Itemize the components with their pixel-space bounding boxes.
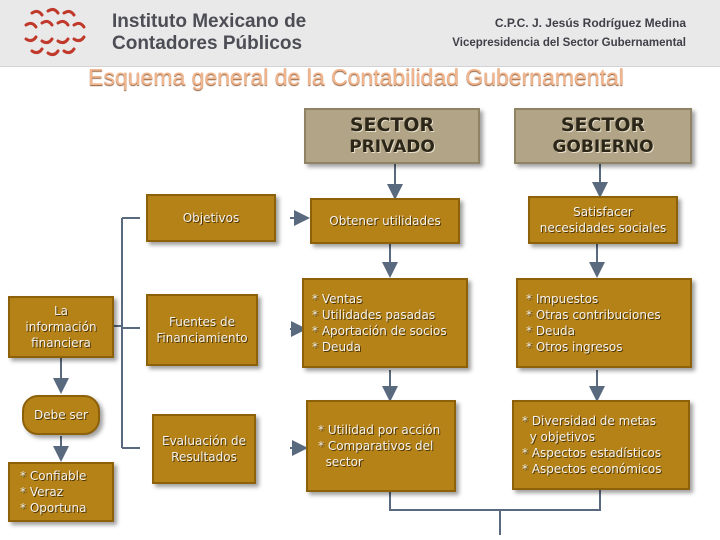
slide-title: Esquema general de la Contabilidad Guber… xyxy=(88,64,624,90)
fuentes-box: Fuentes de Financiamiento xyxy=(146,294,258,366)
cualidad-item: * Confiable xyxy=(20,469,87,483)
header-bar: Instituto Mexicano de Contadores Público… xyxy=(0,0,720,67)
gobierno-fuente-item: * Deuda xyxy=(526,324,576,338)
cualidades-box: * Confiable * Veraz * Oportuna xyxy=(8,462,114,522)
privado-objetivo-text: Obtener utilidades xyxy=(329,214,441,228)
privado-fuente-item: * Aportación de socios xyxy=(312,324,447,338)
informacion-line2: información xyxy=(25,320,97,334)
sector-gobierno-line2: GOBIERNO xyxy=(552,137,654,157)
gobierno-evaluacion-item: * Aspectos estadísticos xyxy=(522,446,662,460)
privado-evaluacion-item: * Utilidad por acción xyxy=(318,423,441,437)
presenter-role: Vicepresidencia del Sector Gubernamental xyxy=(452,37,686,49)
privado-objetivo-box: Obtener utilidades xyxy=(310,198,460,244)
cualidad-item: * Oportuna xyxy=(20,501,87,515)
org-name-line1: Instituto Mexicano de xyxy=(112,11,307,32)
evaluacion-box: Evaluación de Resultados xyxy=(152,414,256,484)
gobierno-objetivo-line1: Satisfacer xyxy=(573,205,633,219)
gobierno-fuente-item: * Otros ingresos xyxy=(526,340,623,354)
sector-privado-line1: SECTOR xyxy=(349,114,435,136)
cualidad-item: * Veraz xyxy=(20,485,64,499)
fuentes-label-line1: Fuentes de xyxy=(169,315,235,329)
bottom-bracket xyxy=(389,490,601,535)
sector-gobierno-header: SECTOR GOBIERNO xyxy=(514,108,692,164)
privado-fuente-item: * Utilidades pasadas xyxy=(312,308,436,322)
debe-ser-label: Debe ser xyxy=(33,408,88,422)
informacion-financiera-box: La información financiera xyxy=(8,296,114,358)
privado-evaluacion-item: sector xyxy=(318,455,363,469)
gobierno-fuente-item: * Impuestos xyxy=(526,292,599,306)
gobierno-evaluacion-item: y objetivos xyxy=(522,430,595,444)
gobierno-evaluacion-box: * Diversidad de metas y objetivos * Aspe… xyxy=(512,400,690,490)
gobierno-fuentes-box: * Impuestos * Otras contribuciones * Deu… xyxy=(516,278,692,368)
objetivos-label: Objetivos xyxy=(182,211,240,225)
sector-privado-line2: PRIVADO xyxy=(349,137,435,157)
gobierno-objetivo-line2: necesidades sociales xyxy=(539,221,667,235)
debe-ser-box: Debe ser xyxy=(22,395,100,435)
informacion-line1: La xyxy=(53,304,69,318)
sector-gobierno-line1: SECTOR xyxy=(560,114,646,136)
privado-fuente-item: * Ventas xyxy=(312,292,363,306)
gobierno-evaluacion-item: * Aspectos económicos xyxy=(522,462,662,476)
informacion-bracket xyxy=(113,217,140,449)
privado-evaluacion-item: * Comparativos del xyxy=(318,439,434,453)
privado-fuente-item: * Deuda xyxy=(312,340,362,354)
sector-privado-header: SECTOR PRIVADO xyxy=(304,108,480,164)
imcp-logo-icon xyxy=(24,7,86,57)
evaluacion-label-line2: Resultados xyxy=(171,450,237,464)
privado-evaluacion-box: * Utilidad por acción * Comparativos del… xyxy=(306,400,456,492)
informacion-line3: financiera xyxy=(31,336,91,350)
presenter-name: C.P.C. J. Jesús Rodríguez Medina xyxy=(494,16,686,30)
gobierno-objetivo-box: Satisfacer necesidades sociales xyxy=(528,196,678,244)
objetivos-box: Objetivos xyxy=(146,194,276,242)
evaluacion-label-line1: Evaluación de xyxy=(161,434,247,448)
gobierno-fuente-item: * Otras contribuciones xyxy=(526,308,661,322)
fuentes-label-line2: Financiamiento xyxy=(156,331,248,345)
privado-fuentes-box: * Ventas * Utilidades pasadas * Aportaci… xyxy=(302,278,468,368)
org-name-line2: Contadores Públicos xyxy=(112,33,303,54)
gobierno-evaluacion-item: * Diversidad de metas xyxy=(522,414,656,428)
